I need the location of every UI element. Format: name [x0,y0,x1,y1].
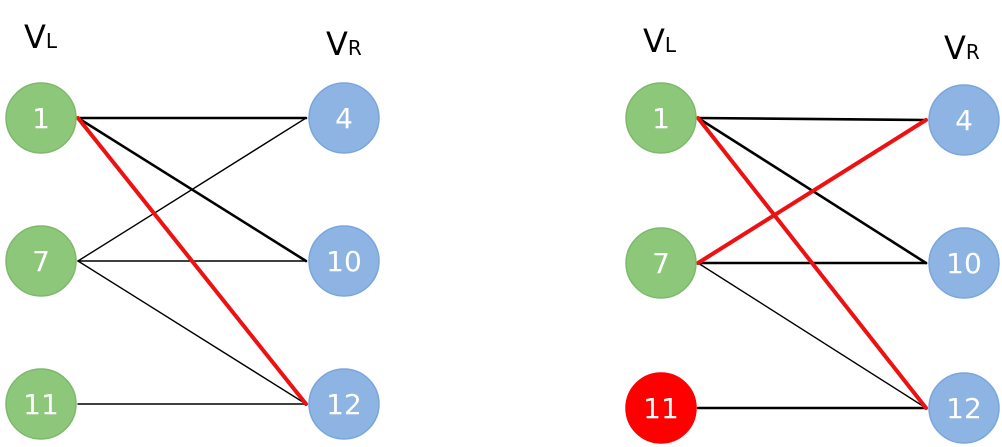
left-node-1: 1 [625,82,697,154]
node-label: 1 [32,102,50,135]
matched-edge-7-4 [696,118,928,265]
right-node-10: 10 [928,227,1000,299]
node-circle [625,227,697,299]
right-node-4: 4 [928,84,1000,156]
left-partition-title-sub: L [46,29,58,53]
right-partition-title-sub: R [348,36,362,60]
node-label: 12 [946,392,982,425]
left-node-7: 7 [625,227,697,299]
edge-7-12 [77,260,307,405]
node-circle [928,227,1000,299]
right-node-10: 10 [308,225,380,297]
node-circle [928,84,1000,156]
left-partition-title: VL [24,18,58,56]
right-node-12: 12 [928,372,1000,444]
edge-7-4 [77,117,307,262]
right-partition-title: VR [326,25,362,63]
left-partition-title-main: V [24,18,46,56]
node-label: 4 [955,104,973,137]
node-label: 10 [326,245,362,278]
right-node-12: 12 [308,368,380,440]
node-label: 7 [652,247,670,280]
left-node-1: 1 [5,82,77,154]
node-circle [5,368,77,440]
node-label: 1 [652,102,670,135]
node-circle [308,82,380,154]
matched-edge-1-12 [76,116,308,406]
right-partition-title-main: V [944,29,966,67]
node-label: 11 [23,388,59,421]
node-circle [308,225,380,297]
edge-1-4 [696,116,928,122]
left-partition-title: VL [643,22,677,60]
node-label: 10 [946,247,982,280]
node-circle [625,372,697,444]
node-circle [928,372,1000,444]
left-partition-title-sub: L [665,33,677,57]
left-node-11: 11 [625,372,697,444]
matched-edge-1-12 [696,116,928,410]
left-node-11: 11 [5,368,77,440]
node-label: 12 [326,388,362,421]
node-label: 4 [335,102,353,135]
left-partition-title-main: V [643,22,665,60]
node-circle [308,368,380,440]
left-node-7: 7 [5,225,77,297]
node-label: 11 [643,392,679,425]
right-partition-title: VR [944,29,980,67]
node-circle [5,225,77,297]
node-label: 7 [32,245,50,278]
edge-7-12 [697,262,927,409]
node-circle [5,82,77,154]
node-circle [625,82,697,154]
right-partition-title-main: V [326,25,348,63]
right-partition-title-sub: R [966,40,980,64]
right-node-4: 4 [308,82,380,154]
